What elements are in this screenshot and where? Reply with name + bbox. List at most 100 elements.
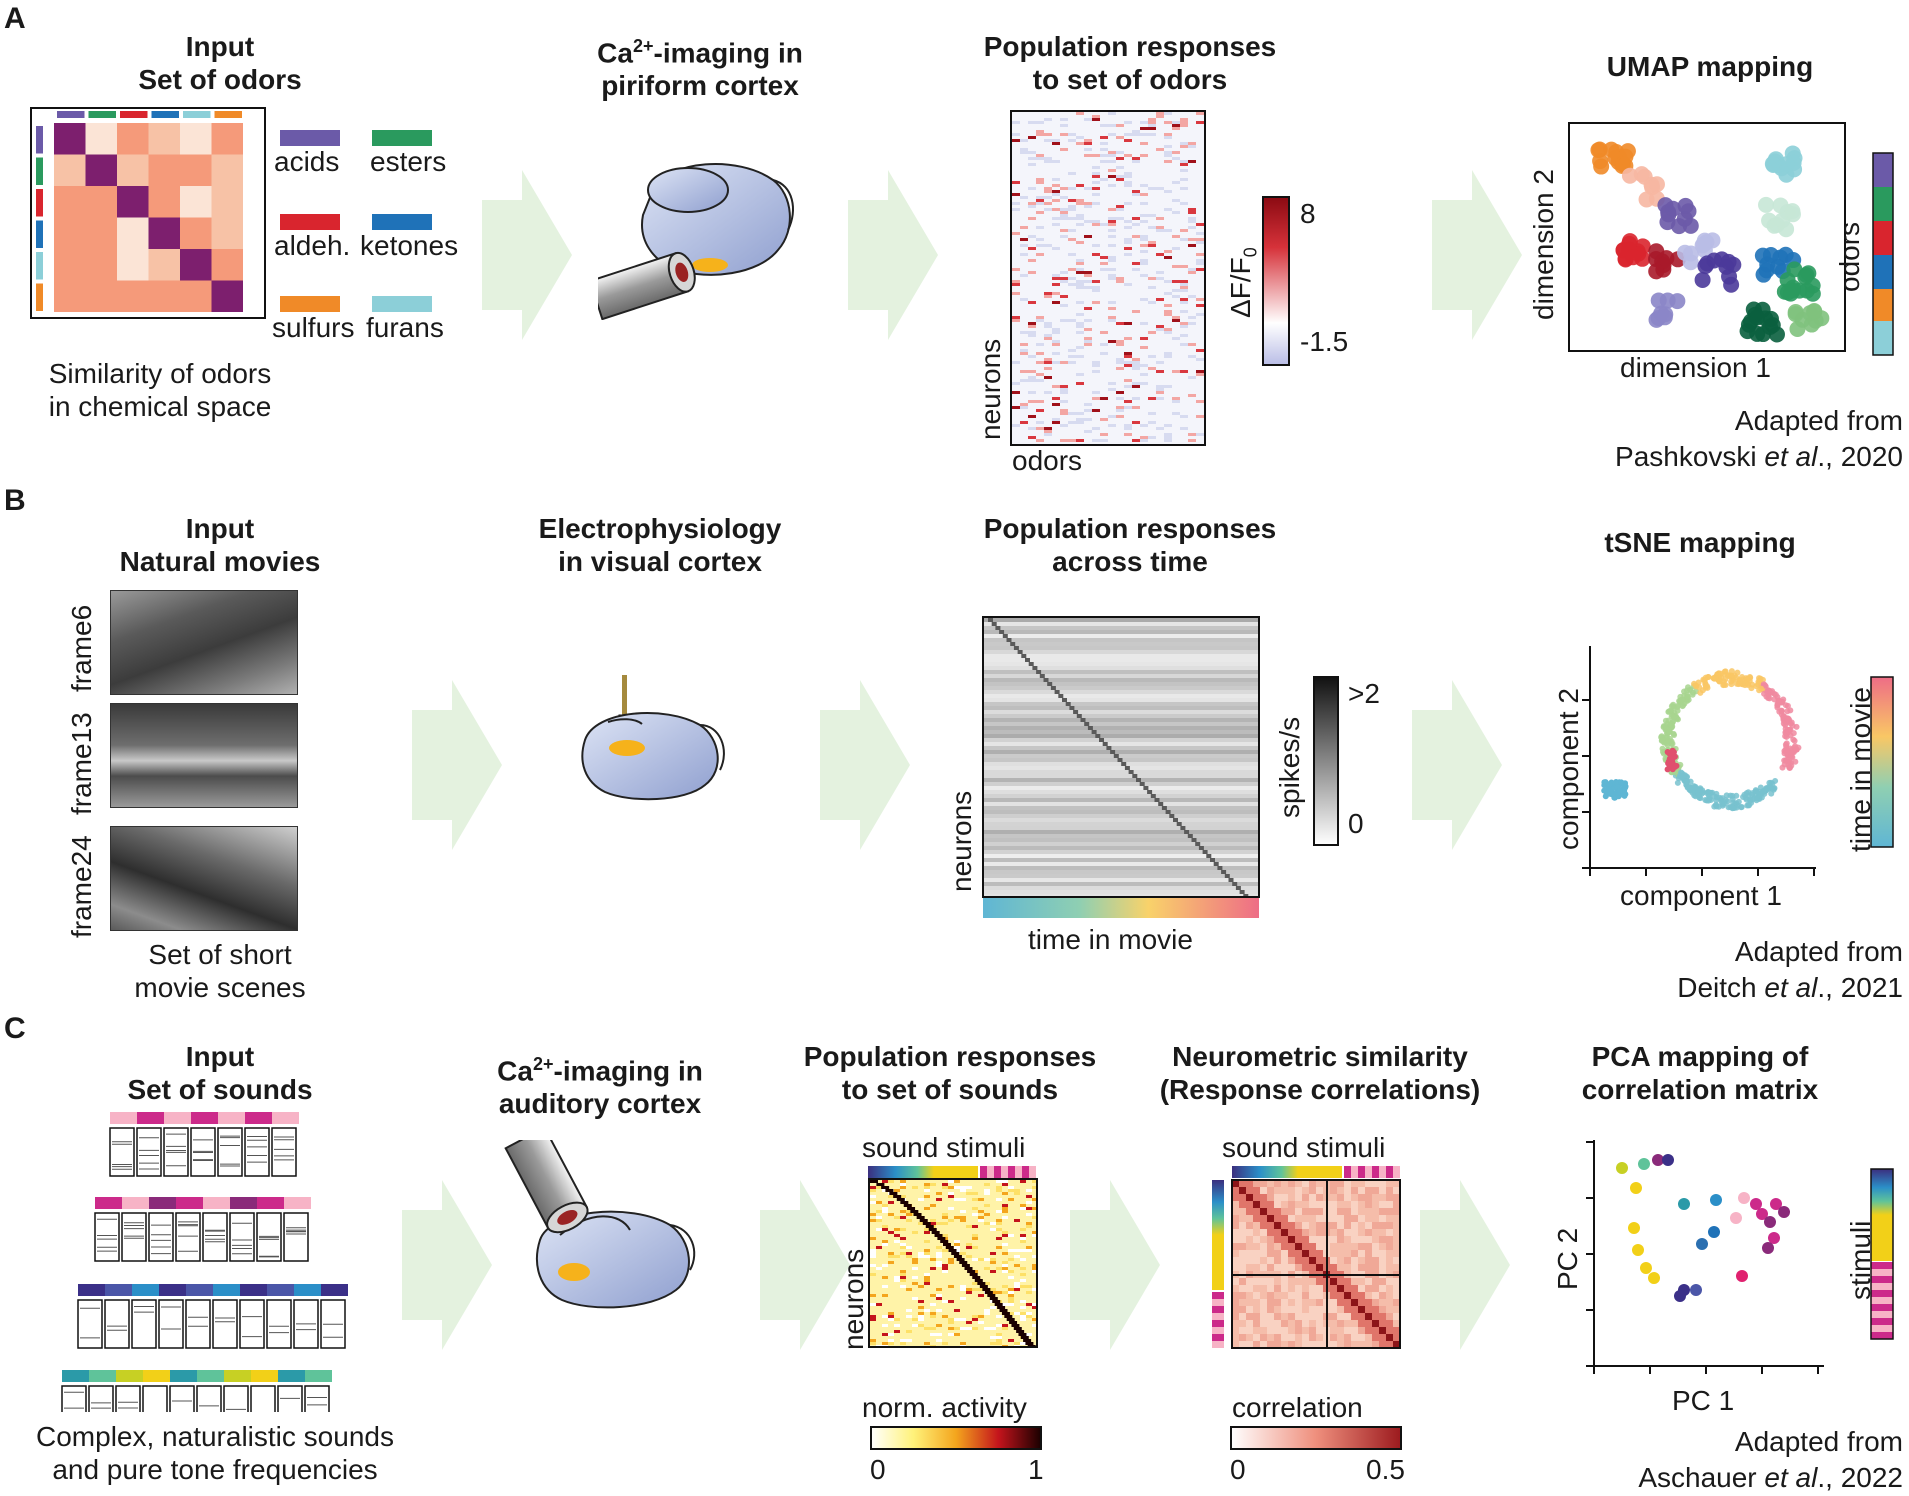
correlation-cell [1232,1194,1239,1201]
response-cell [1068,133,1076,136]
correlation-cell [1393,1327,1400,1334]
response-cell [1020,139,1028,142]
response-cell [1172,235,1180,238]
correlation-cell [1260,1257,1267,1264]
response-cell [1052,292,1060,295]
correlation-cell [1246,1320,1253,1327]
response-cell [1076,259,1084,262]
correlation-cell [1239,1285,1246,1292]
response-cell [1124,253,1132,256]
activity-cell [900,1273,906,1276]
correlation-cell [1337,1229,1344,1236]
correlation-cell [1274,1334,1281,1341]
title-line: Input [185,513,255,544]
umap-point [1762,246,1779,263]
spike-row [984,682,1258,686]
response-cell [1172,289,1180,292]
correlation-cell [1295,1250,1302,1257]
activity-cell [978,1294,984,1297]
correlation-cell [1337,1222,1344,1229]
response-cell [1076,271,1084,274]
correlation-cell [1260,1229,1267,1236]
correlation-cell [1253,1187,1260,1194]
activity-cell [894,1324,900,1327]
activity-cell [930,1222,936,1225]
activity-cell [1032,1216,1038,1219]
activity-cell [1026,1249,1032,1252]
response-cell [1100,136,1108,139]
umap-point [1650,292,1667,309]
response-cell [1076,421,1084,424]
response-cell [1076,412,1084,415]
umap-point [1648,243,1665,260]
activity-cell [888,1201,894,1204]
activity-cell [1032,1318,1038,1321]
response-cell [1068,199,1076,202]
response-cell [1148,421,1156,424]
correlation-cell [1365,1257,1372,1264]
activity-cell [984,1222,990,1225]
spike-row [984,638,1258,642]
response-cell [1132,223,1140,226]
correlation-cell [1295,1341,1302,1348]
activity-cell [1002,1207,1008,1210]
tsne-point [1666,708,1673,715]
response-cell [1132,130,1140,133]
umap-point [1779,272,1796,289]
umap-point [1648,176,1665,193]
response-cell [1044,325,1052,328]
response-cell [1060,118,1068,121]
activity-cell [948,1327,954,1330]
response-cell [1164,292,1172,295]
response-cell [1172,295,1180,298]
tsne-point [1670,714,1677,721]
correlation-cell [1330,1187,1337,1194]
tsne-point [1716,678,1723,685]
title-line: to set of odors [1032,64,1228,95]
response-cell [1044,190,1052,193]
correlation-cell [1239,1215,1246,1222]
correlation-cell [1330,1201,1337,1208]
odors-colorbar [1872,152,1894,356]
response-cell [1124,241,1132,244]
response-cell [1164,439,1172,442]
activity-cell [948,1180,954,1183]
tsne-point [1780,720,1787,727]
activity-cell [954,1333,960,1336]
activity-cell [1026,1285,1032,1288]
response-cell [1020,352,1028,355]
activity-cell [984,1213,990,1216]
response-cell [1084,409,1092,412]
activity-peak [913,1213,922,1216]
response-cell [1028,391,1036,394]
spike-row [984,846,1258,850]
correlation-cell [1253,1278,1260,1285]
correlation-cell [1281,1236,1288,1243]
response-cell [1060,319,1068,322]
spike-peak [1095,734,1101,738]
correlation-cell [1274,1320,1281,1327]
legend-swatch-furans [372,296,432,312]
response-cell [1180,124,1188,127]
tsne-point [1783,740,1790,747]
correlation-cell [1365,1243,1372,1250]
response-cell [1188,142,1196,145]
response-cell [1028,247,1036,250]
umap-point [1720,253,1737,270]
correlation-cell [1316,1243,1323,1250]
activity-peak [989,1297,998,1300]
correlation-cell [1253,1236,1260,1243]
response-cell [1052,331,1060,334]
correlation-cell [1351,1243,1358,1250]
flow-arrow-icon [1432,170,1522,340]
activity-cell [984,1267,990,1270]
spike-peak [1028,662,1034,666]
activity-cell [900,1195,906,1198]
response-cell [1036,319,1044,322]
response-cell [1140,259,1148,262]
correlation-cell [1281,1243,1288,1250]
response-cell [1124,424,1132,427]
class-stripe [88,111,116,118]
activity-cell [882,1315,888,1318]
response-cell [1124,184,1132,187]
